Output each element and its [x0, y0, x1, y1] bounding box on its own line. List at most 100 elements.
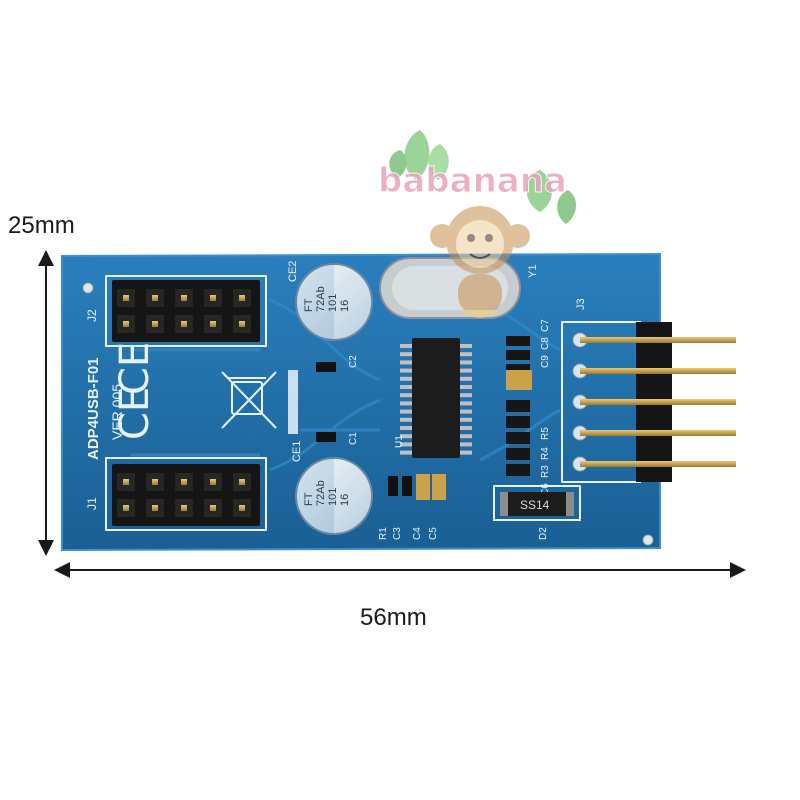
chip-leg — [400, 442, 412, 447]
chip-leg — [460, 442, 472, 447]
header-pin — [210, 505, 216, 511]
width-dimension-label: 56mm — [360, 604, 427, 631]
model-silkscreen: ADP4USB-F01 — [85, 357, 102, 460]
smd-part — [506, 432, 530, 444]
c7-silkscreen: C7 — [540, 319, 551, 332]
capacitor-ce1-line4: 16 — [339, 494, 351, 506]
header-pin — [152, 505, 158, 511]
smd-part — [506, 416, 530, 428]
header-pin — [123, 321, 129, 327]
header-pin — [239, 295, 245, 301]
smd-part — [506, 400, 530, 412]
smd-c4 — [416, 474, 430, 500]
chip-leg — [400, 417, 412, 422]
capacitor-ce2-line2: 72Ab — [315, 286, 327, 312]
chip-leg — [460, 426, 472, 430]
chip-leg — [460, 401, 472, 406]
header-pin — [181, 505, 187, 511]
r5-silkscreen: R5 — [540, 427, 551, 440]
header-pin — [210, 321, 216, 327]
smd-part — [506, 448, 530, 460]
chip-leg — [460, 385, 472, 389]
weee-bin-icon — [221, 371, 277, 429]
capacitor-ce1-line1: FT — [303, 492, 315, 506]
babanana-watermark: babanana — [378, 130, 577, 318]
smd-resistor-cluster — [506, 336, 532, 476]
monkey-icon — [430, 206, 530, 318]
capacitor-ce2 — [295, 263, 373, 341]
d2-outline — [493, 485, 581, 521]
chip-leg — [460, 417, 472, 422]
header-pin — [152, 321, 158, 327]
chip-leg — [460, 409, 472, 414]
smd-c3 — [402, 476, 412, 496]
u1-silkscreen: U1 — [394, 435, 405, 448]
j2-outline — [105, 275, 267, 347]
c9-silkscreen: C9 — [540, 355, 551, 368]
c2-silkscreen: C2 — [348, 355, 359, 368]
capacitor-ce2-line1: FT — [303, 298, 315, 312]
component-marker — [288, 370, 298, 434]
header-pin — [239, 321, 245, 327]
header-pin — [123, 479, 129, 485]
header-pin — [152, 295, 158, 301]
c6-silkscreen: C6 — [540, 483, 551, 496]
chip-leg — [400, 434, 412, 439]
chip-leg — [400, 376, 412, 381]
brand-wordmark: babanana — [378, 161, 567, 201]
j3-pin — [580, 337, 736, 343]
smd-part — [506, 370, 532, 390]
smd-c2 — [316, 362, 336, 372]
chip-leg — [460, 344, 472, 348]
chip-leg — [460, 434, 472, 439]
smd-part — [506, 336, 530, 346]
j3-silkscreen: J3 — [575, 298, 587, 310]
header-pin — [210, 479, 216, 485]
ce-mark-lower: CE — [112, 387, 158, 440]
chip-leg — [400, 352, 412, 357]
j1-silkscreen: J1 — [85, 497, 99, 510]
smd-part — [506, 464, 530, 476]
j1-outline — [105, 457, 267, 531]
header-pin — [152, 479, 158, 485]
chip-leg — [400, 409, 412, 414]
j3-pins — [572, 332, 736, 472]
r3-silkscreen: R3 — [540, 465, 551, 478]
smd-r1 — [388, 476, 398, 496]
capacitor-ce2-line4: 16 — [339, 300, 351, 312]
header-pin — [181, 479, 187, 485]
diode-d2 — [500, 492, 574, 516]
j3-pin — [580, 399, 736, 405]
chip-leg — [460, 368, 472, 373]
j3-pin — [580, 368, 736, 374]
c1-silkscreen: C1 — [348, 432, 359, 445]
header-pin — [123, 295, 129, 301]
chip-leg — [400, 426, 412, 430]
chip-leg — [400, 385, 412, 389]
smd-c1 — [316, 432, 336, 442]
mounting-hole — [642, 534, 654, 546]
chip-leg — [400, 401, 412, 406]
d2-silkscreen: D2 — [538, 527, 549, 540]
version-silkscreen: VER 005 — [109, 384, 125, 440]
capacitor-ce1-line3: 101 — [327, 488, 339, 506]
capacitor-ce2-line3: 101 — [327, 294, 339, 312]
j1-pins — [117, 473, 251, 517]
chip-leg — [460, 376, 472, 381]
j2-silkscreen: J2 — [85, 309, 99, 322]
r4-silkscreen: R4 — [540, 447, 551, 460]
y1-silkscreen: Y1 — [527, 265, 539, 278]
chip-leg — [400, 344, 412, 348]
chip-leg — [400, 368, 412, 373]
c5-silkscreen: C5 — [428, 527, 439, 540]
ce-mark-upper: CE — [112, 342, 158, 395]
j2-pins — [117, 289, 251, 333]
header-pin — [181, 295, 187, 301]
chip-leg — [400, 393, 412, 398]
header-pin — [181, 321, 187, 327]
j3-pin — [580, 430, 736, 436]
header-pin — [239, 505, 245, 511]
chip-leg — [460, 352, 472, 357]
